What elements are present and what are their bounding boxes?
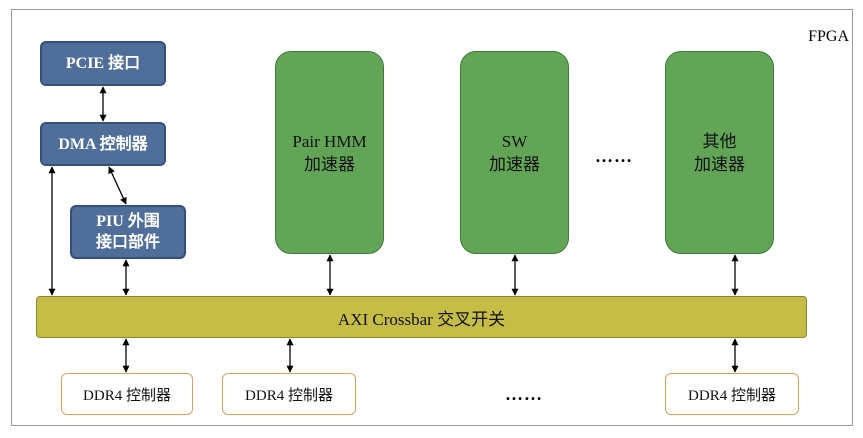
- fpga-boundary: [11, 9, 853, 426]
- fpga-label: FPGA: [808, 28, 849, 45]
- pairhmm-accelerator-block: Pair HMM 加速器: [275, 51, 384, 254]
- ddr4-controller-2-label: DDR4 控制器: [245, 387, 333, 404]
- accelerator-ellipsis: ……: [595, 146, 633, 166]
- piu-peripheral-block: PIU 外围 接口部件: [70, 205, 186, 259]
- ddr-ellipsis: ……: [505, 384, 543, 404]
- pcie-interface-label: PCIE 接口: [65, 55, 141, 72]
- ddr4-controller-3-label: DDR4 控制器: [688, 387, 776, 404]
- other-accelerator-label: 其他 加速器: [694, 131, 745, 174]
- sw-accelerator-block: SW 加速器: [460, 51, 569, 254]
- other-accelerator-block: 其他 加速器: [665, 51, 774, 254]
- ddr4-controller-1: DDR4 控制器: [61, 373, 193, 415]
- ddr4-controller-3: DDR4 控制器: [665, 373, 799, 415]
- piu-peripheral-label: PIU 外围 接口部件: [95, 213, 160, 251]
- axi-crossbar-label: AXI Crossbar 交叉开关: [337, 309, 506, 329]
- pairhmm-accelerator-label: Pair HMM 加速器: [292, 131, 367, 174]
- pcie-interface-block: PCIE 接口: [40, 41, 166, 86]
- ddr4-controller-2: DDR4 控制器: [222, 373, 356, 415]
- dma-controller-label: DMA 控制器: [58, 135, 148, 153]
- dma-controller-block: DMA 控制器: [40, 122, 166, 166]
- sw-accelerator-label: SW 加速器: [489, 131, 540, 174]
- ddr4-controller-1-label: DDR4 控制器: [83, 387, 171, 404]
- axi-crossbar-bus: AXI Crossbar 交叉开关: [36, 296, 807, 338]
